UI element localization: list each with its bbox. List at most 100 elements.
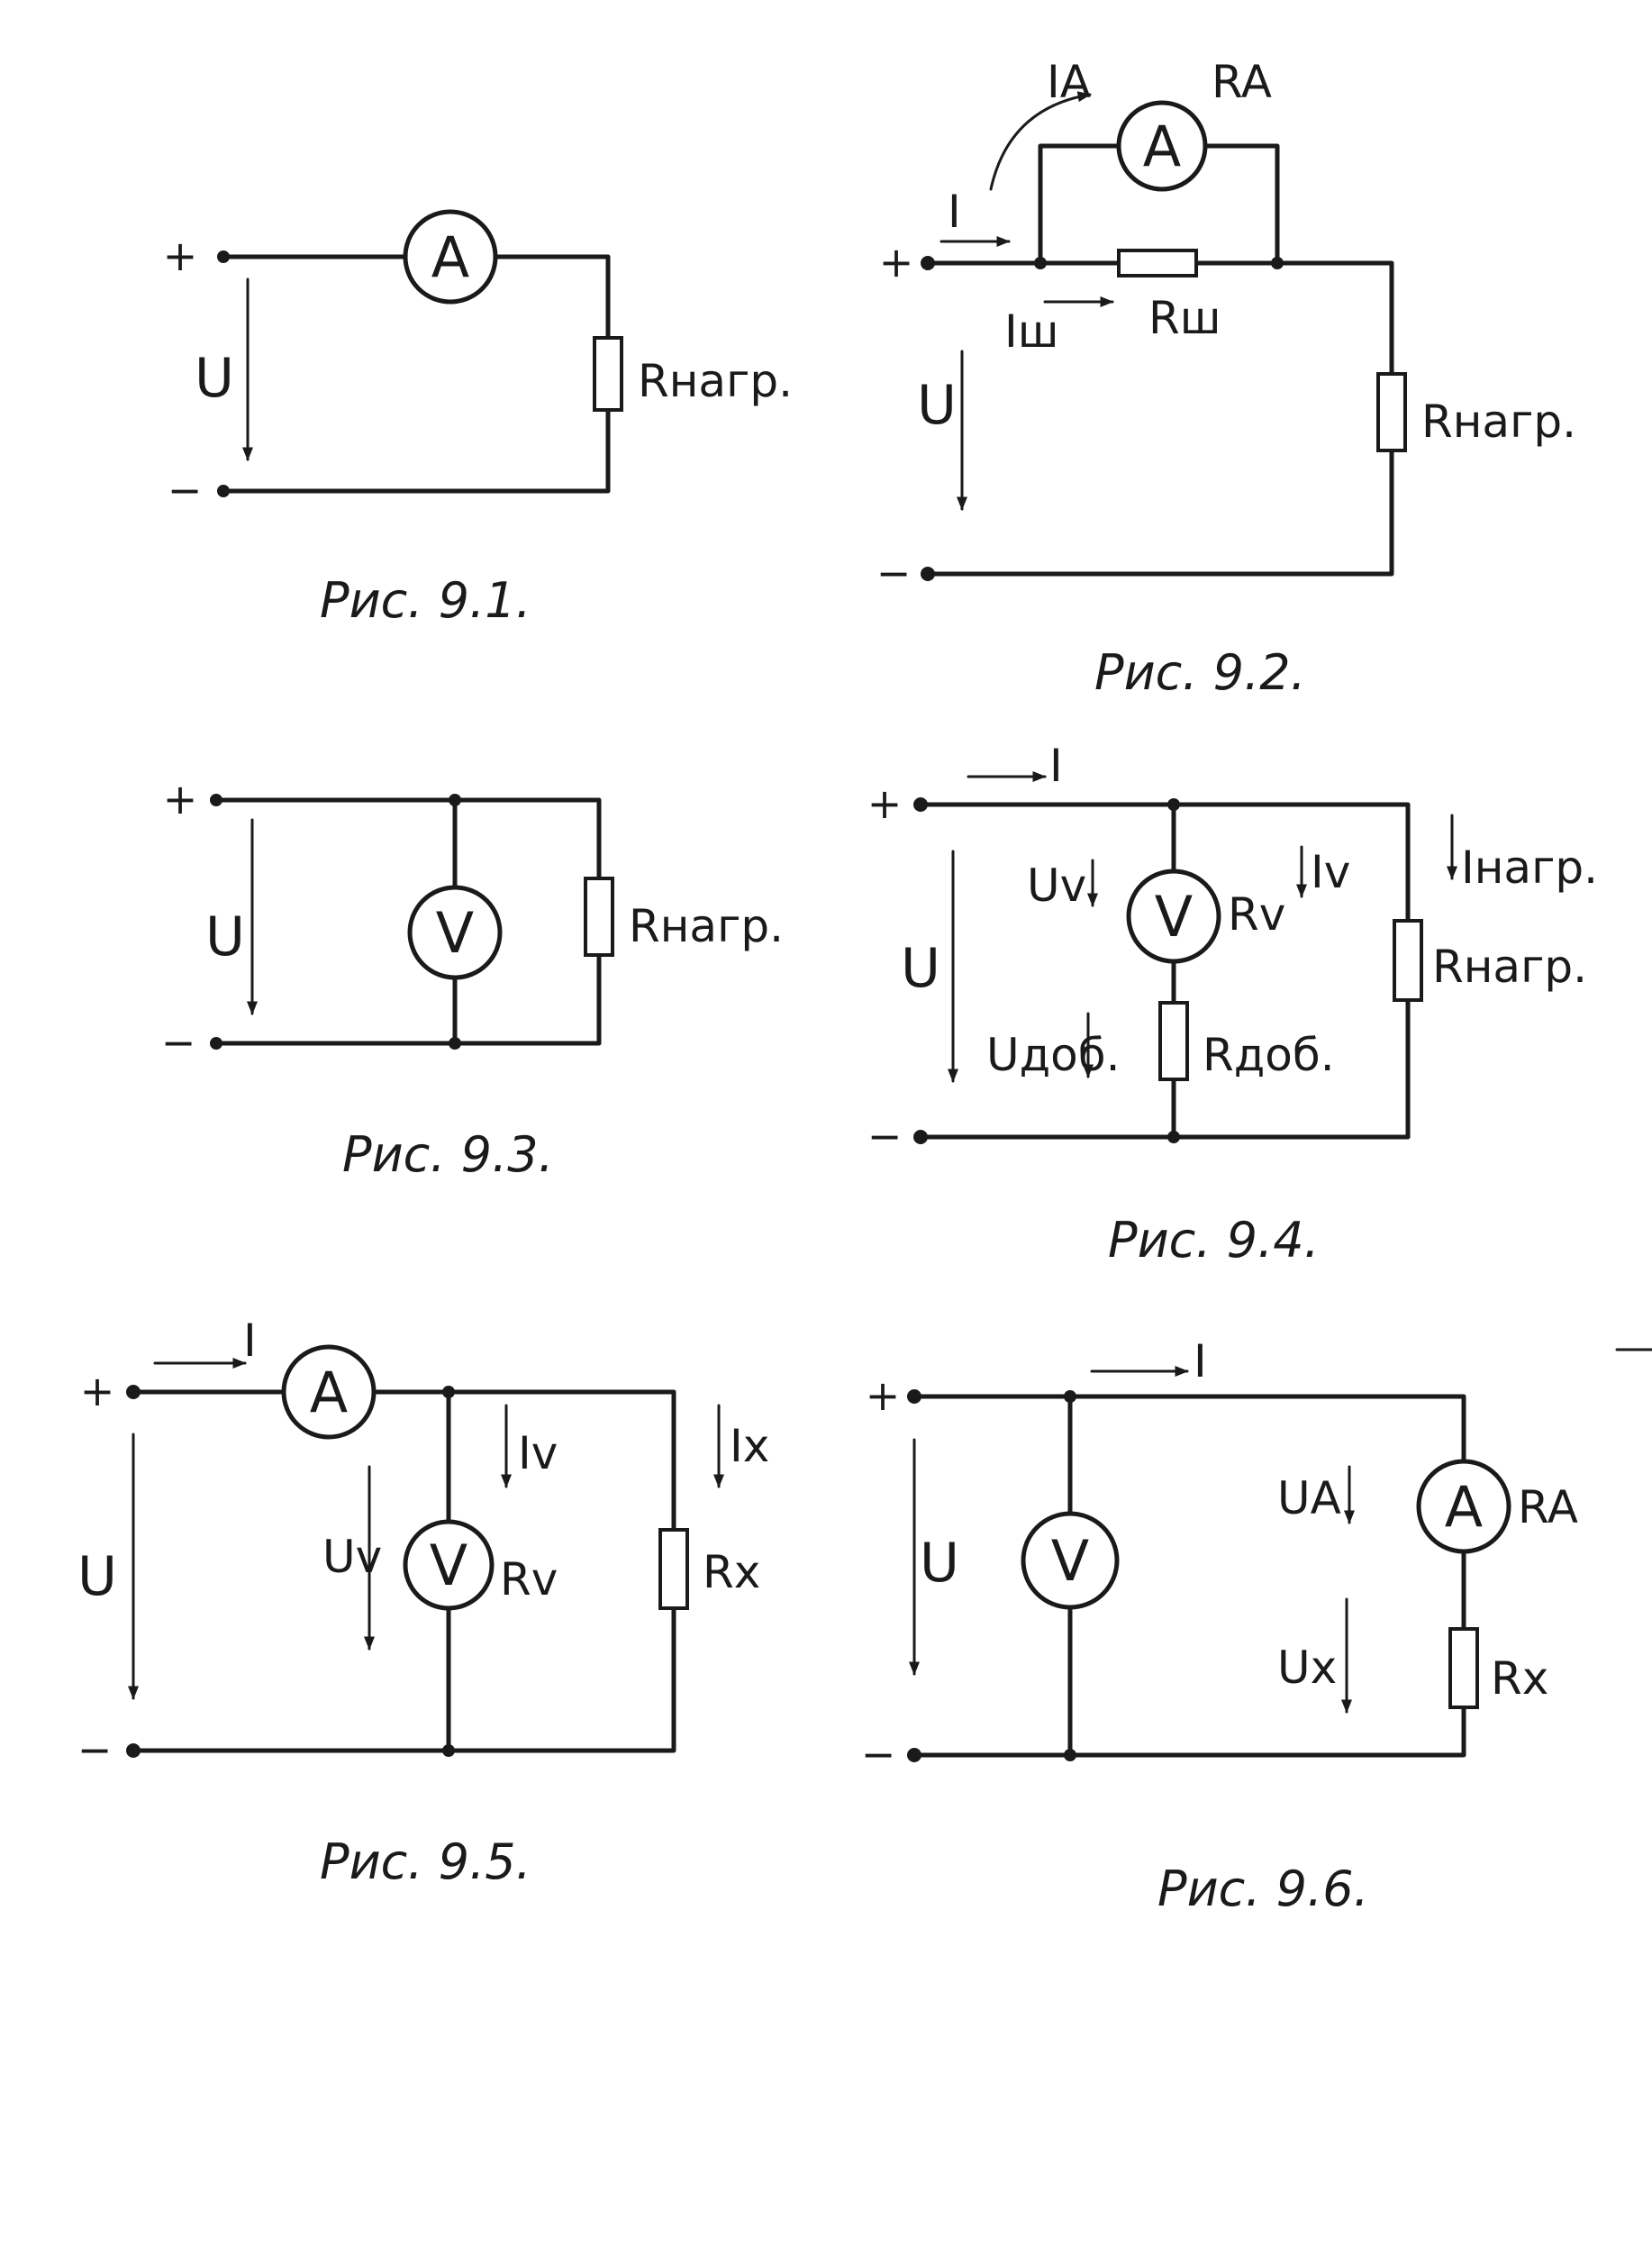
voltmeter-icon: V (403, 1519, 495, 1611)
minus-sign: − (161, 1018, 196, 1067)
figure-9-3: V + − U Rнагр. Рис. 9.3. (161, 775, 784, 1183)
figure-caption: Рис. 9.4. (1108, 1212, 1320, 1269)
voltmeter-symbol: V (1155, 884, 1193, 950)
minus-terminal (907, 1748, 921, 1762)
junction-node (449, 1037, 461, 1050)
minus-sign: − (876, 549, 912, 597)
plus-terminal (913, 797, 928, 812)
load-resistor-icon (593, 336, 623, 412)
plus-terminal (217, 250, 230, 263)
minus-sign: − (77, 1725, 113, 1774)
junction-node (1167, 1131, 1180, 1143)
ammeter-symbol: A (310, 1360, 348, 1425)
ammeter-voltage-label: UA (1277, 1472, 1341, 1524)
ammeter-resistance-label: RA (1212, 56, 1272, 108)
voltmeter-icon: V (1126, 869, 1221, 964)
figure-9-1: A + − U Rнагр. Рис. 9.1. (163, 209, 793, 629)
junction-node (1271, 257, 1284, 269)
voltmeter-resistance-label: Rv (500, 1553, 558, 1606)
minus-terminal (210, 1037, 222, 1050)
current-label: I (1194, 1335, 1207, 1387)
load-resistor-icon (658, 1528, 689, 1610)
voltmeter-current-label: Iv (518, 1427, 558, 1479)
minus-terminal (217, 485, 230, 497)
voltmeter-voltage-label: Uv (1027, 860, 1086, 912)
load-label: Rнагр. (1432, 941, 1587, 993)
ammeter-symbol: A (1143, 114, 1181, 179)
junction-node (442, 1386, 455, 1398)
figure-caption: Рис. 9.3. (342, 1126, 554, 1183)
ammeter-icon: A (281, 1344, 377, 1440)
minus-terminal (913, 1130, 928, 1144)
junction-node (449, 794, 461, 806)
plus-terminal (126, 1385, 141, 1399)
ammeter-current-label: IA (1047, 56, 1091, 108)
ammeter-current-arrow-icon (989, 91, 1092, 191)
voltage-label: U (901, 937, 940, 1000)
figure-9-6: V A + − U I UA RA Ux Rx Рис. 9.6. (861, 1335, 1578, 1917)
current-label: I (948, 186, 961, 238)
voltmeter-symbol: V (430, 1533, 467, 1598)
ammeter-icon: A (1416, 1459, 1511, 1554)
minus-terminal (126, 1743, 141, 1758)
ammeter-symbol: A (431, 224, 469, 290)
voltmeter-icon: V (407, 885, 503, 980)
junction-node (1034, 257, 1047, 269)
ammeter-resistance-label: RA (1518, 1481, 1578, 1533)
figure-9-5: A V + − U I Iv Uv Rv Ix Rx Рис. 9.5. (77, 1314, 770, 1890)
plus-sign: + (163, 775, 198, 823)
figure-caption: Рис. 9.1. (320, 572, 531, 629)
figure-9-4: V + − U I Uv Rv Iv Iнагр. Rнагр. Uдоб. R… (867, 740, 1598, 1269)
load-current-label: Ix (730, 1420, 769, 1472)
ammeter-icon: A (1116, 100, 1208, 192)
shunt-current-label: Iш (1004, 305, 1059, 358)
load-label: Rx (703, 1546, 760, 1598)
plus-sign: + (867, 779, 903, 828)
load-current-label: Iнагр. (1461, 841, 1598, 894)
shunt-resistor-icon (1117, 249, 1198, 277)
minus-terminal (921, 567, 935, 581)
junction-node (1064, 1749, 1076, 1761)
voltmeter-voltage-label: Uv (322, 1531, 382, 1583)
plus-sign: + (866, 1371, 901, 1420)
shunt-label: Rш (1148, 292, 1221, 344)
minus-sign: − (168, 466, 203, 514)
minus-sign: − (861, 1730, 896, 1778)
figure-caption: Рис. 9.2. (1094, 644, 1306, 701)
voltage-label: U (920, 1532, 959, 1595)
load-label: Rнагр. (638, 355, 793, 407)
plus-terminal (907, 1389, 921, 1404)
voltage-label: U (917, 374, 957, 437)
extra-resistance-label: Rдоб. (1203, 1029, 1335, 1081)
voltage-label: U (77, 1545, 117, 1608)
load-voltage-label: Ux (1277, 1642, 1337, 1694)
load-resistor-icon (1448, 1627, 1479, 1709)
voltmeter-symbol: V (436, 900, 474, 966)
plus-terminal (210, 794, 222, 806)
load-resistor-icon (1393, 919, 1423, 1002)
ammeter-icon: A (403, 209, 498, 305)
plus-sign: + (879, 238, 914, 287)
extra-voltage-label: Uдоб. (986, 1029, 1121, 1081)
plus-sign: + (80, 1367, 115, 1415)
voltage-label: U (195, 347, 234, 410)
junction-node (442, 1744, 455, 1757)
junction-node (1064, 1390, 1076, 1403)
junction-node (1167, 798, 1180, 811)
voltage-label: U (205, 905, 245, 969)
load-resistor-icon (1376, 372, 1407, 452)
voltmeter-icon: V (1021, 1511, 1120, 1610)
plus-terminal (921, 256, 935, 270)
figure-9-2: A + − U I IA RA Iш Rш Rнагр. Рис. 9.2. (876, 56, 1576, 701)
load-label: Rнагр. (629, 900, 784, 952)
extra-resistor-icon (1158, 1001, 1189, 1081)
load-label: Rx (1491, 1652, 1548, 1705)
ammeter-symbol: A (1445, 1474, 1483, 1540)
voltmeter-resistance-label: Rv (1228, 888, 1285, 941)
load-resistor-icon (584, 877, 614, 957)
current-label: I (243, 1314, 257, 1367)
plus-sign: + (163, 232, 198, 280)
voltmeter-current-label: Iv (1311, 846, 1350, 898)
minus-sign: − (867, 1112, 903, 1160)
